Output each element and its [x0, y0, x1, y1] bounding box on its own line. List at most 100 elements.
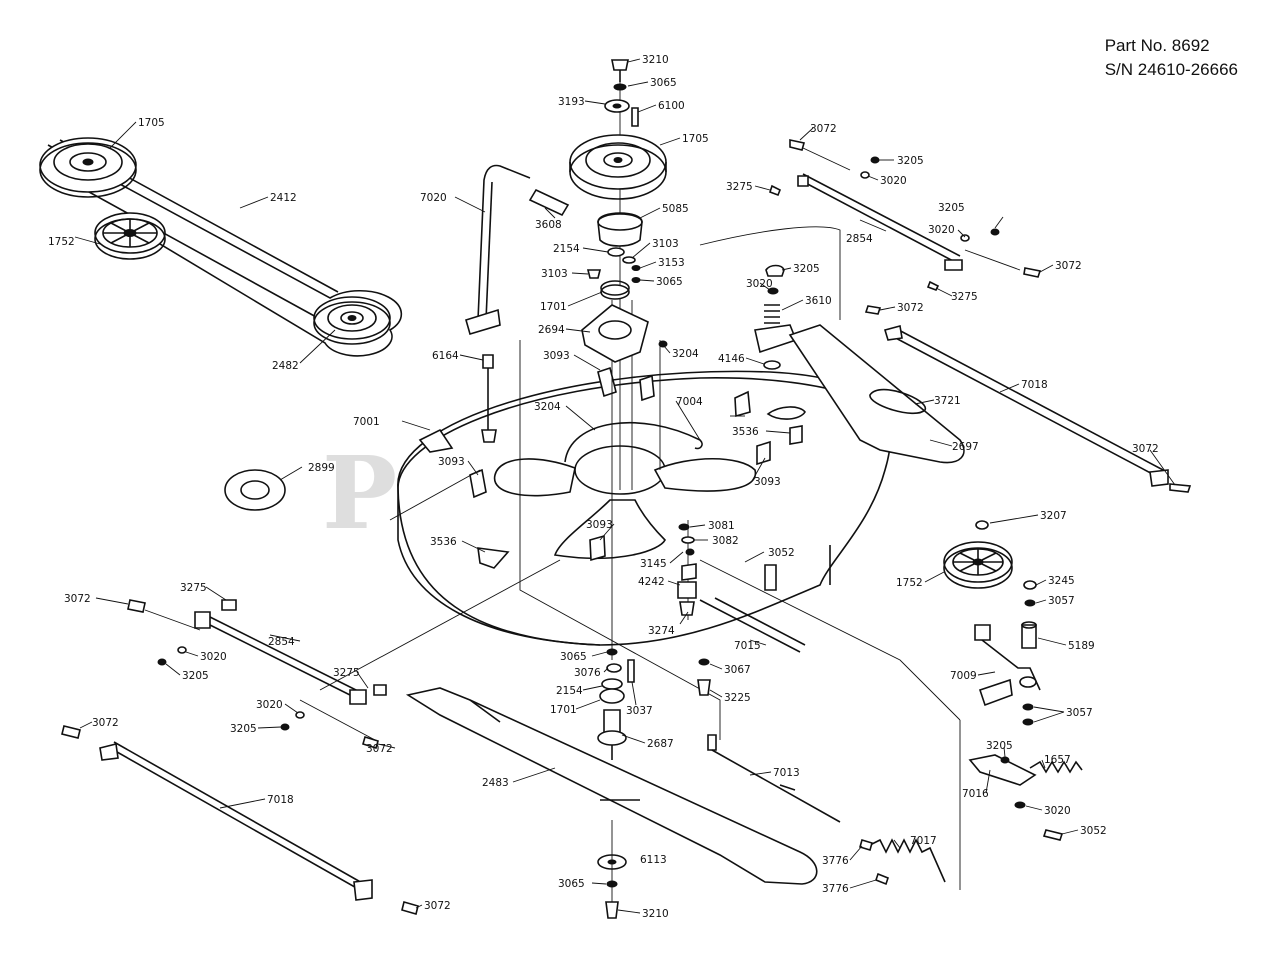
callout-3067: 3067 [724, 664, 751, 676]
callout-3225: 3225 [724, 692, 751, 704]
callout-2899: 2899 [308, 462, 335, 474]
callout-1701-upper: 1701 [540, 301, 567, 313]
callout-3205-lower-right: 3205 [986, 740, 1013, 752]
callout-3072-top: 3072 [810, 123, 837, 135]
lower-spindle [597, 648, 635, 919]
center-spindle [465, 59, 668, 443]
callout-3153: 3153 [658, 257, 685, 269]
callout-7004: 7004 [676, 396, 703, 408]
callout-3207: 3207 [1040, 510, 1067, 522]
callout-3275-left-mid: 3275 [333, 667, 360, 679]
callout-7016: 7016 [962, 788, 989, 800]
callout-6164: 6164 [432, 350, 459, 362]
callout-2694: 2694 [538, 324, 565, 336]
callout-4146: 4146 [718, 353, 745, 365]
callout-3052-center: 3052 [768, 547, 795, 559]
callout-3093-upper: 3093 [543, 350, 570, 362]
callout-3103-right: 3103 [652, 238, 679, 250]
callout-3145: 3145 [640, 558, 667, 570]
callout-3065-mid: 3065 [656, 276, 683, 288]
callout-3065-top: 3065 [650, 77, 677, 89]
callout-3610: 3610 [805, 295, 832, 307]
callout-3776-upper: 3776 [822, 855, 849, 867]
callout-1705-left: 1705 [138, 117, 165, 129]
callout-3057-upper: 3057 [1048, 595, 1075, 607]
callout-3081: 3081 [708, 520, 735, 532]
callout-5189: 5189 [1068, 640, 1095, 652]
callout-7018-right: 7018 [1021, 379, 1048, 391]
callout-3037: 3037 [626, 705, 653, 717]
callout-2697: 2697 [952, 441, 979, 453]
callout-7017: 7017 [910, 835, 937, 847]
callout-3608: 3608 [535, 219, 562, 231]
callout-3072-far-right: 3072 [1132, 443, 1159, 455]
callout-labels: 1705 2412 1752 2482 3210 3065 3193 6100 … [48, 54, 1159, 920]
callout-3020-left: 3020 [200, 651, 227, 663]
callout-3065-bottom: 3065 [558, 878, 585, 890]
right-linkage [677, 139, 1192, 886]
callout-3275-right: 3275 [951, 291, 978, 303]
callout-3193: 3193 [558, 96, 585, 108]
callout-3210-bottom: 3210 [642, 908, 669, 920]
callout-1701-lower: 1701 [550, 704, 577, 716]
callout-3205-spring: 3205 [793, 263, 820, 275]
gasket-2899 [224, 469, 286, 511]
callout-2854-left: 2854 [268, 636, 295, 648]
callout-7001: 7001 [353, 416, 380, 428]
callout-3204-right: 3204 [672, 348, 699, 360]
callout-3020-spring: 3020 [746, 278, 773, 290]
callout-3072-bottom: 3072 [424, 900, 451, 912]
callout-3205-right: 3205 [938, 202, 965, 214]
callout-3536-right: 3536 [732, 426, 759, 438]
serial-number: S/N 24610-26666 [1104, 60, 1238, 79]
callout-3020-top: 3020 [880, 175, 907, 187]
callout-3274: 3274 [648, 625, 675, 637]
callout-3020-right: 3020 [928, 224, 955, 236]
callout-2687: 2687 [647, 738, 674, 750]
callout-3205-left-mid: 3205 [230, 723, 257, 735]
callout-3020-lower-right: 3020 [1044, 805, 1071, 817]
blade [405, 687, 818, 885]
callout-2412: 2412 [270, 192, 297, 204]
callout-1752-right: 1752 [896, 577, 923, 589]
callout-3072-left-mid: 3072 [366, 743, 393, 755]
callout-2154-lower: 2154 [556, 685, 583, 697]
callout-3082: 3082 [712, 535, 739, 547]
callout-3205-top: 3205 [897, 155, 924, 167]
left-linkage [61, 599, 419, 915]
callout-7015: 7015 [734, 640, 761, 652]
callout-3020-left-mid: 3020 [256, 699, 283, 711]
callout-3072-lower-left: 3072 [92, 717, 119, 729]
callout-3205-left: 3205 [182, 670, 209, 682]
callout-3065-lower: 3065 [560, 651, 587, 663]
callout-3275-top: 3275 [726, 181, 753, 193]
callout-3275-left: 3275 [180, 582, 207, 594]
mower-deck [397, 366, 893, 646]
callout-1752-left: 1752 [48, 236, 75, 248]
callout-3093-right: 3093 [754, 476, 781, 488]
callout-7013: 7013 [773, 767, 800, 779]
callout-4242: 4242 [638, 576, 665, 588]
callout-3536-left: 3536 [430, 536, 457, 548]
callout-3721: 3721 [934, 395, 961, 407]
callout-1657: 1657 [1044, 754, 1071, 766]
callout-7018-left: 7018 [267, 794, 294, 806]
callout-6113: 6113 [640, 854, 667, 866]
callout-2482: 2482 [272, 360, 299, 372]
leader-lines [74, 58, 1176, 914]
callout-6100: 6100 [658, 100, 685, 112]
callout-2154-upper: 2154 [553, 243, 580, 255]
callout-3245: 3245 [1048, 575, 1075, 587]
callout-3072-mid: 3072 [897, 302, 924, 314]
callout-2483: 2483 [482, 777, 509, 789]
callout-5085: 5085 [662, 203, 689, 215]
part-number: Part No. 8692 [1104, 36, 1210, 55]
callout-3093-left: 3093 [438, 456, 465, 468]
callout-3103-left: 3103 [541, 268, 568, 280]
callout-3776-lower: 3776 [822, 883, 849, 895]
callout-2854-top: 2854 [846, 233, 873, 245]
callout-7020: 7020 [420, 192, 447, 204]
part-info-header: Part No. 8692 S/N 24610-26666 [1105, 34, 1238, 82]
callout-3052-lower-right: 3052 [1080, 825, 1107, 837]
